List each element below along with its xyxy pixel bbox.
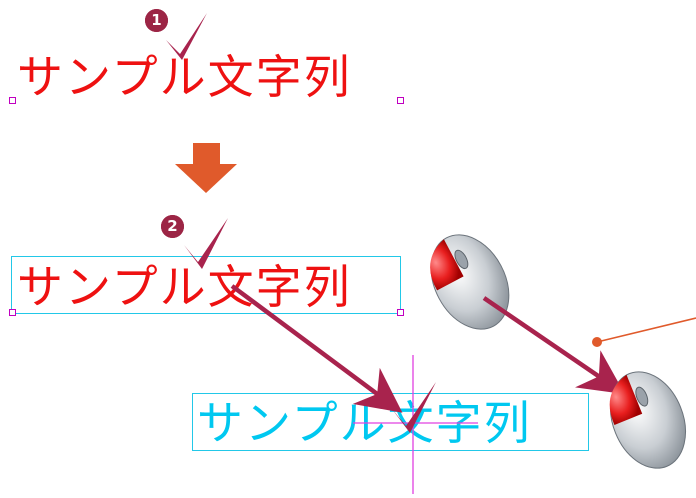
callout-pointer [592, 317, 696, 347]
sample-text-selected[interactable]: サンプル文字列 [17, 260, 352, 314]
mouse-left-click-icon [430, 234, 510, 330]
check-icon [392, 382, 436, 433]
step-2-badge: 2 [161, 215, 184, 238]
down-arrow-icon [175, 143, 237, 193]
selection-handle-bottom-right[interactable] [397, 309, 404, 316]
selection-handle-bottom-left[interactable] [9, 97, 16, 104]
drag-arrow [230, 284, 403, 413]
crosshair-cursor [353, 355, 478, 494]
mouse-move-arrow [482, 296, 625, 395]
step-1-badge: 1 [145, 9, 168, 32]
check-icon [184, 218, 228, 269]
mouse-left-click-icon [609, 371, 686, 469]
selection-handle-bottom-right[interactable] [397, 97, 404, 104]
check-icon [166, 13, 207, 60]
selection-handle-bottom-left[interactable] [9, 309, 16, 316]
sample-text-original[interactable]: サンプル文字列 [17, 50, 352, 104]
